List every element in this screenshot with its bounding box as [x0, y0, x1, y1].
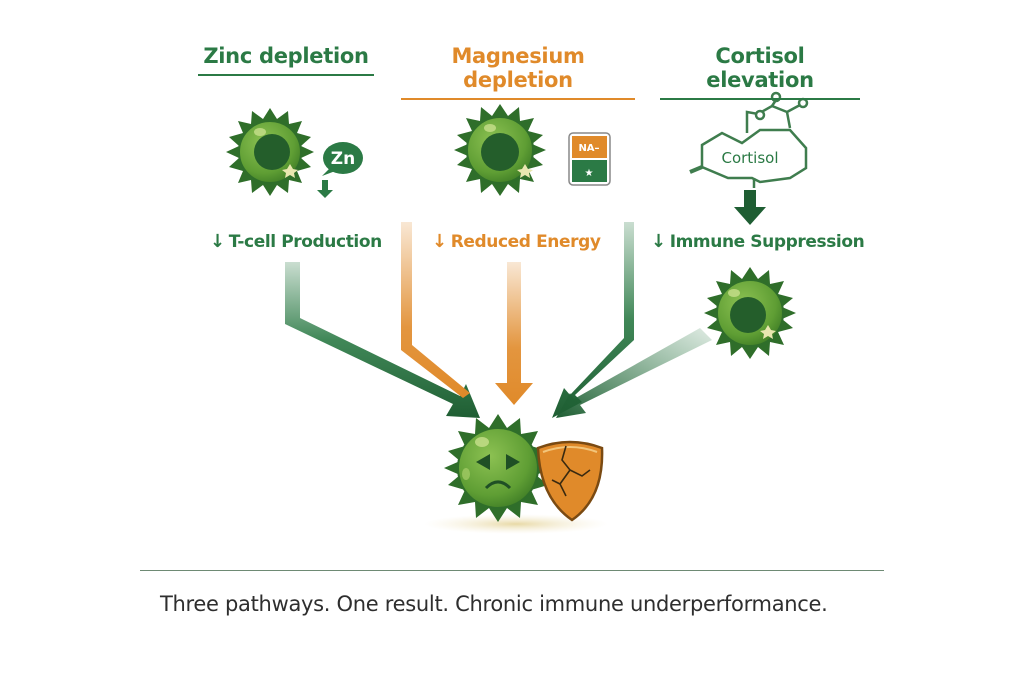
- immune-cell-suppressed-icon: [704, 267, 796, 359]
- down-arrow-icon: ↓: [210, 231, 225, 252]
- down-arrow-icon: ↓: [432, 231, 447, 252]
- svg-text:NA–: NA–: [578, 143, 599, 154]
- cracked-shield-icon: [536, 440, 604, 522]
- zinc-badge-icon: Zn: [317, 142, 363, 198]
- result-sad-cell-icon: [444, 414, 552, 522]
- arrow-zinc-to-result: [285, 262, 480, 418]
- magnesium-badge-icon: NA– ★: [568, 132, 611, 186]
- result-shadow: [424, 514, 608, 534]
- divider: [140, 570, 884, 571]
- caption: Three pathways. One result. Chronic immu…: [160, 592, 828, 616]
- effect-immune-suppression: ↓Immune Suppression: [651, 231, 865, 252]
- arrow-magnesium-center-to-result: [495, 262, 533, 405]
- immune-cell-magnesium-icon: [454, 104, 546, 196]
- svg-text:★: ★: [585, 168, 594, 179]
- zinc-symbol: Zn: [331, 149, 355, 169]
- immune-cell-zinc-icon: [226, 108, 314, 196]
- arrow-cortisol-side-to-result: [552, 222, 634, 418]
- effect-tcell-production: ↓T-cell Production: [210, 231, 382, 252]
- pathway-title-cortisol: Cortisol elevation: [660, 44, 860, 100]
- down-arrow-icon: ↓: [651, 231, 666, 252]
- zinc-down-arrow-icon: [317, 180, 333, 198]
- pathway-title-magnesium: Magnesium depletion: [401, 44, 635, 100]
- cortisol-down-arrow-icon: [734, 190, 766, 225]
- arrow-magnesium-side-to-result: [401, 222, 470, 398]
- effect-label: Immune Suppression: [669, 232, 865, 252]
- effect-label: T-cell Production: [228, 232, 383, 252]
- effect-label: Reduced Energy: [450, 232, 601, 252]
- effect-reduced-energy: ↓Reduced Energy: [432, 231, 601, 252]
- arrow-immune-cell-to-result: [556, 328, 712, 418]
- cortisol-molecule-icon: [689, 91, 809, 188]
- pathway-title-zinc: Zinc depletion: [198, 44, 374, 76]
- cortisol-label: Cortisol: [721, 149, 778, 167]
